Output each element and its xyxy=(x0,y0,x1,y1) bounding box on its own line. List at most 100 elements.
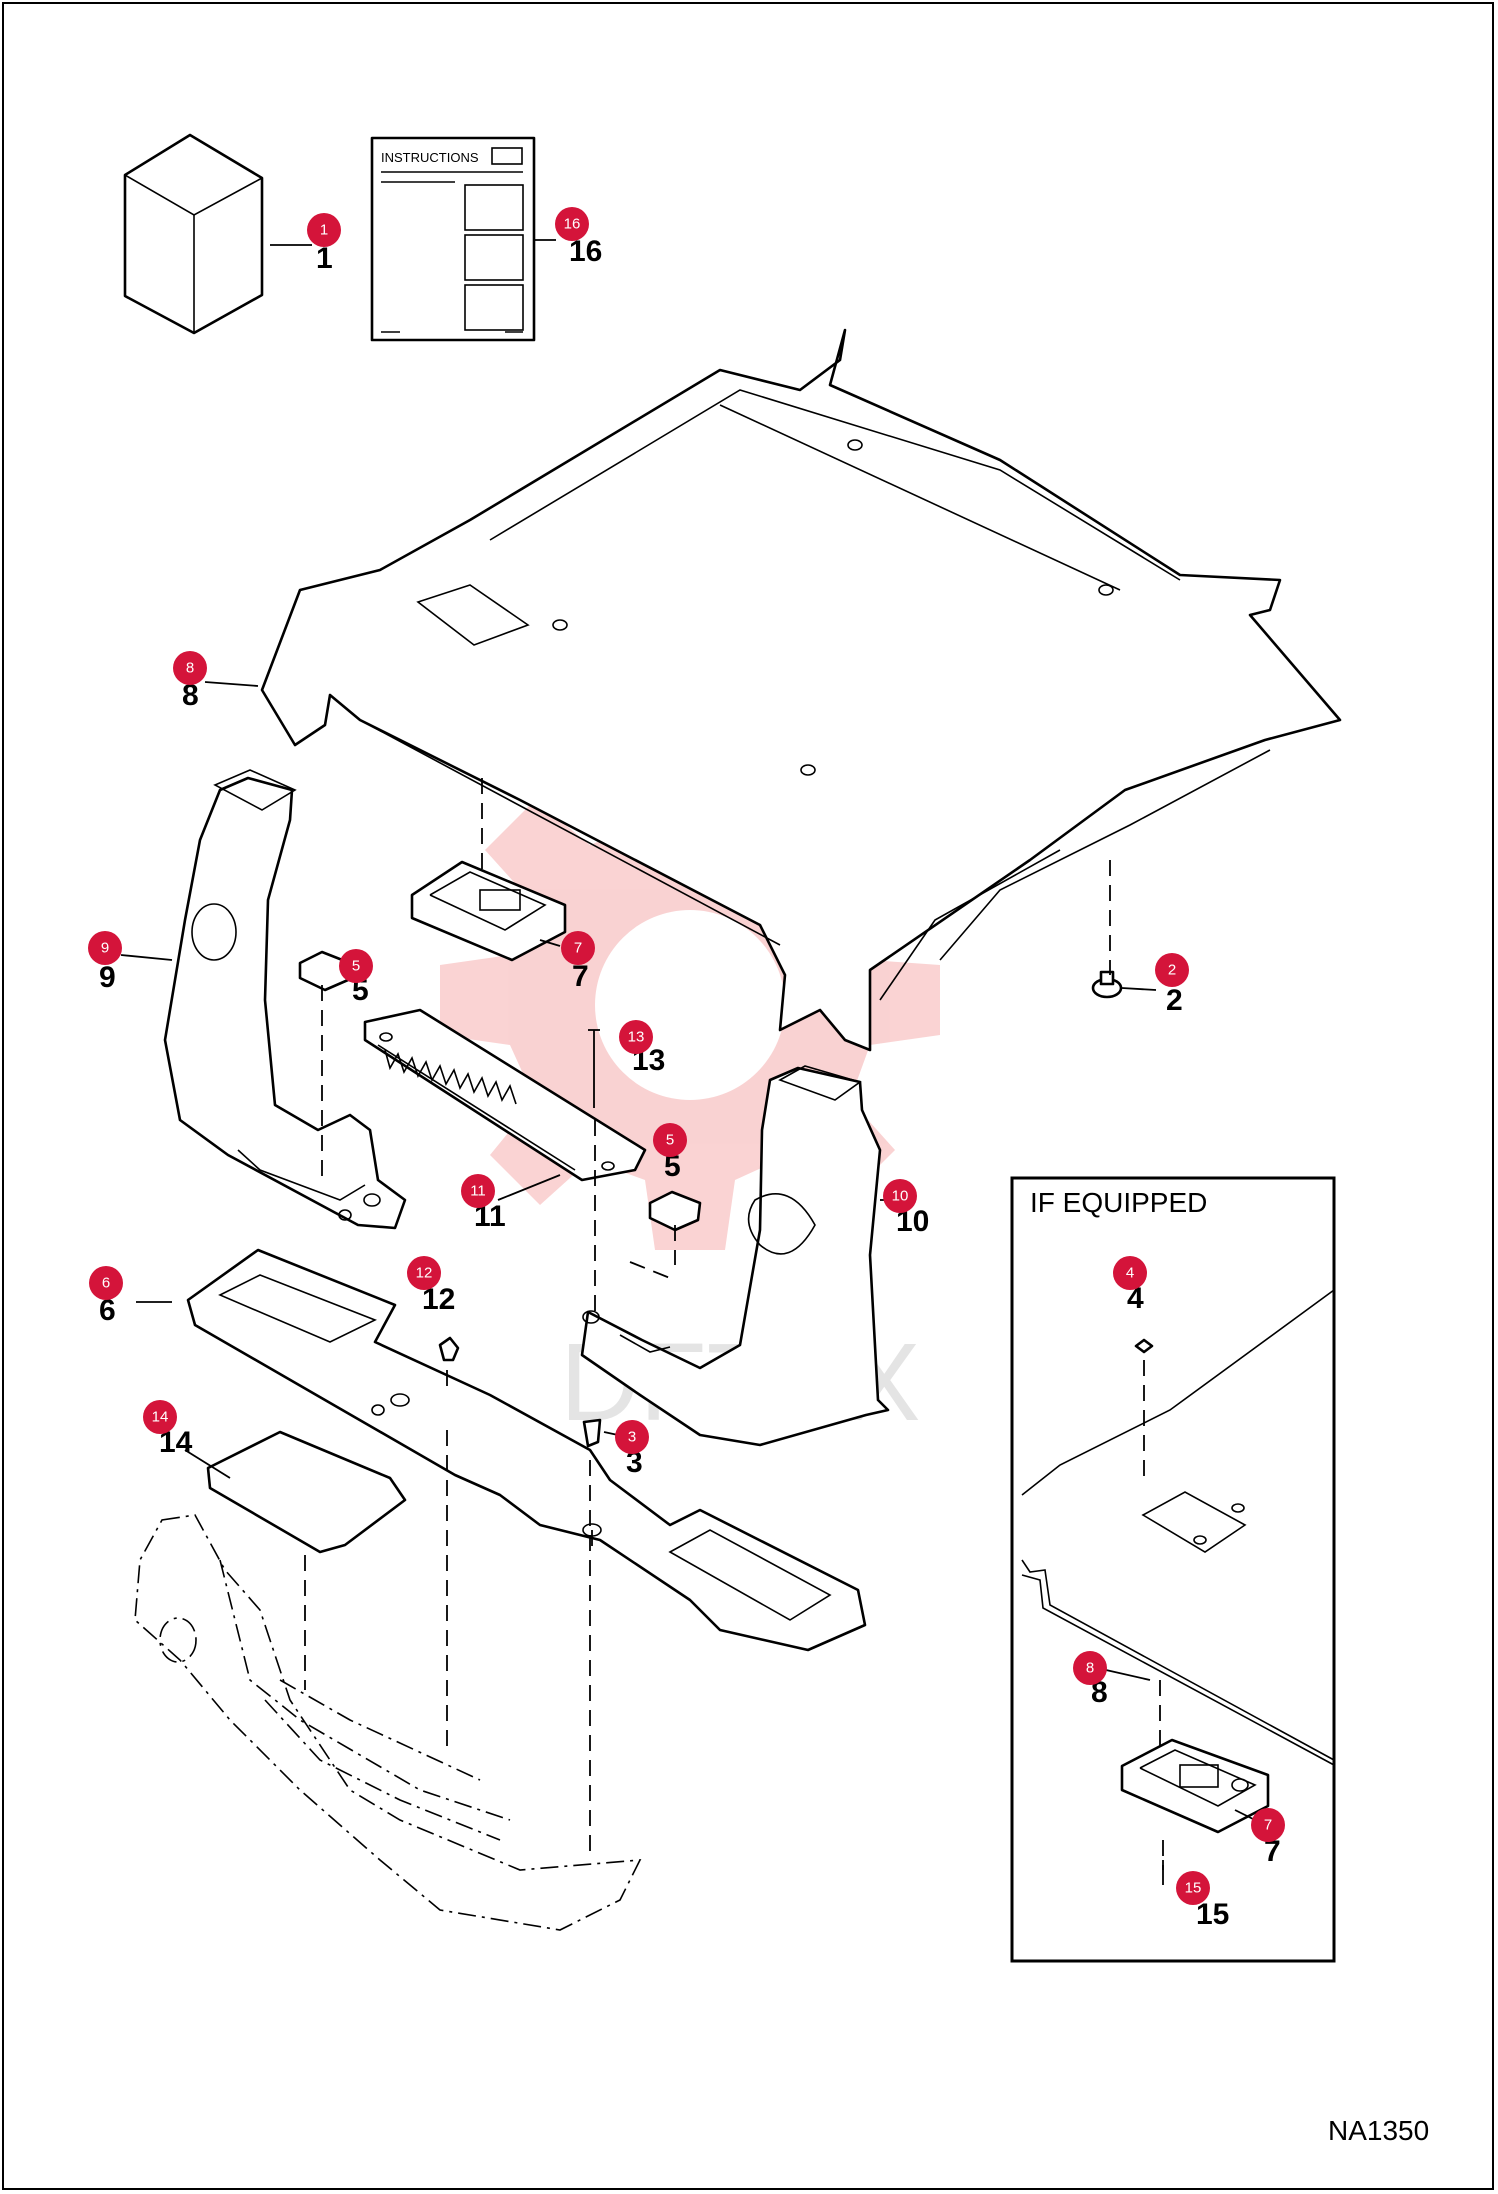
part-number-label: 15 xyxy=(1196,1898,1229,1931)
headliner xyxy=(260,328,1342,1052)
callout-badge xyxy=(615,1420,649,1454)
part-number-label: 4 xyxy=(1127,1282,1144,1315)
callout-badge xyxy=(1113,1256,1147,1290)
callout-number: 12 xyxy=(416,1265,433,1282)
part-number-label: 2 xyxy=(1166,984,1183,1017)
part-number-label: 5 xyxy=(664,1150,681,1183)
retainer-2 xyxy=(1091,970,1123,999)
callout-leader xyxy=(1121,987,1157,991)
vent-duct xyxy=(363,1008,647,1182)
callout-number: 7 xyxy=(1264,1817,1272,1834)
part-number-label: 7 xyxy=(1264,1835,1281,1868)
callout-leader xyxy=(204,681,259,687)
callout-3: 33 xyxy=(603,1420,649,1479)
callout-5: 55 xyxy=(339,949,373,1007)
screw-13 xyxy=(588,1029,600,1108)
callout-badge xyxy=(561,931,595,965)
part-number-label: 7 xyxy=(572,960,589,993)
callout-badge xyxy=(339,949,373,983)
floor-plate xyxy=(186,1248,867,1652)
callout-8: 88 xyxy=(173,651,259,712)
callout-2: 22 xyxy=(1121,953,1189,1017)
callout-leader xyxy=(184,1449,231,1479)
callout-4: 44 xyxy=(1113,1256,1147,1315)
instructions-header: INSTRUCTIONS xyxy=(381,150,479,165)
callout-badge xyxy=(307,213,341,247)
callout-8: 88 xyxy=(1073,1651,1151,1709)
callout-number: 14 xyxy=(152,1409,169,1426)
machine-body-outline xyxy=(134,1514,642,1931)
callout-badge xyxy=(619,1020,653,1054)
callout-number: 7 xyxy=(574,940,582,957)
dome-light xyxy=(410,860,567,962)
callout-badge xyxy=(1176,1871,1210,1905)
callout-9: 99 xyxy=(88,931,173,994)
callout-badge xyxy=(1155,953,1189,987)
callout-badge xyxy=(407,1256,441,1290)
part-number-label: 9 xyxy=(99,961,116,994)
part-number-label: 3 xyxy=(626,1446,643,1479)
fastener-3 xyxy=(582,1418,602,1448)
callout-badge xyxy=(555,207,589,241)
callout-number: 5 xyxy=(666,1132,674,1149)
callout-number: 2 xyxy=(1168,962,1176,979)
right-pillar-trim xyxy=(580,1065,890,1447)
callout-leader xyxy=(497,1174,561,1201)
callout-badge xyxy=(883,1179,917,1213)
callout-6: 66 xyxy=(89,1266,172,1327)
callout-number: 8 xyxy=(1086,1660,1094,1677)
callout-7: 77 xyxy=(1234,1808,1285,1868)
callout-number: 15 xyxy=(1185,1880,1202,1897)
callout-number: 1 xyxy=(320,222,328,239)
callout-badge xyxy=(89,1266,123,1300)
part-number-label: 8 xyxy=(1091,1676,1108,1709)
callout-number: 9 xyxy=(101,940,109,957)
part-number-label: 1 xyxy=(316,242,333,275)
floor-pad xyxy=(206,1430,407,1554)
callout-leader xyxy=(1105,1669,1151,1681)
kit-box xyxy=(123,133,264,335)
callout-1: 11 xyxy=(270,213,341,275)
callout-number: 11 xyxy=(470,1183,486,1200)
callout-5: 55 xyxy=(653,1123,687,1183)
callout-badge xyxy=(653,1123,687,1157)
callout-leader xyxy=(120,954,173,961)
callout-number: 4 xyxy=(1126,1265,1134,1282)
callout-number: 10 xyxy=(892,1188,909,1205)
callout-badge xyxy=(143,1400,177,1434)
callout-leader xyxy=(1234,1809,1256,1821)
callout-number: 5 xyxy=(352,958,360,975)
if-equipped-title: IF EQUIPPED xyxy=(1030,1187,1207,1218)
callout-leader xyxy=(539,939,561,947)
callout-badge xyxy=(1251,1808,1285,1842)
callout-7: 77 xyxy=(539,931,595,993)
callout-number: 13 xyxy=(628,1029,645,1046)
left-pillar-trim xyxy=(163,769,407,1230)
assembly-lines xyxy=(304,778,1111,1860)
clip-5-right xyxy=(648,1190,702,1232)
callout-number: 16 xyxy=(564,216,581,233)
callout-number: 3 xyxy=(628,1429,636,1446)
fastener-12 xyxy=(438,1336,460,1362)
callout-badge xyxy=(88,931,122,965)
part-number-label: 6 xyxy=(99,1294,116,1327)
callout-badge xyxy=(461,1174,495,1208)
callout-number: 6 xyxy=(102,1275,110,1292)
callout-number: 8 xyxy=(186,660,194,677)
part-number-label: 8 xyxy=(182,679,199,712)
drawing-code: NA1350 xyxy=(1328,2115,1429,2146)
callout-badge xyxy=(1073,1651,1107,1685)
instructions-sheet: INSTRUCTIONS xyxy=(370,136,536,342)
if-equipped-box: IF EQUIPPED xyxy=(1010,1176,1336,1963)
callout-badge xyxy=(173,651,207,685)
